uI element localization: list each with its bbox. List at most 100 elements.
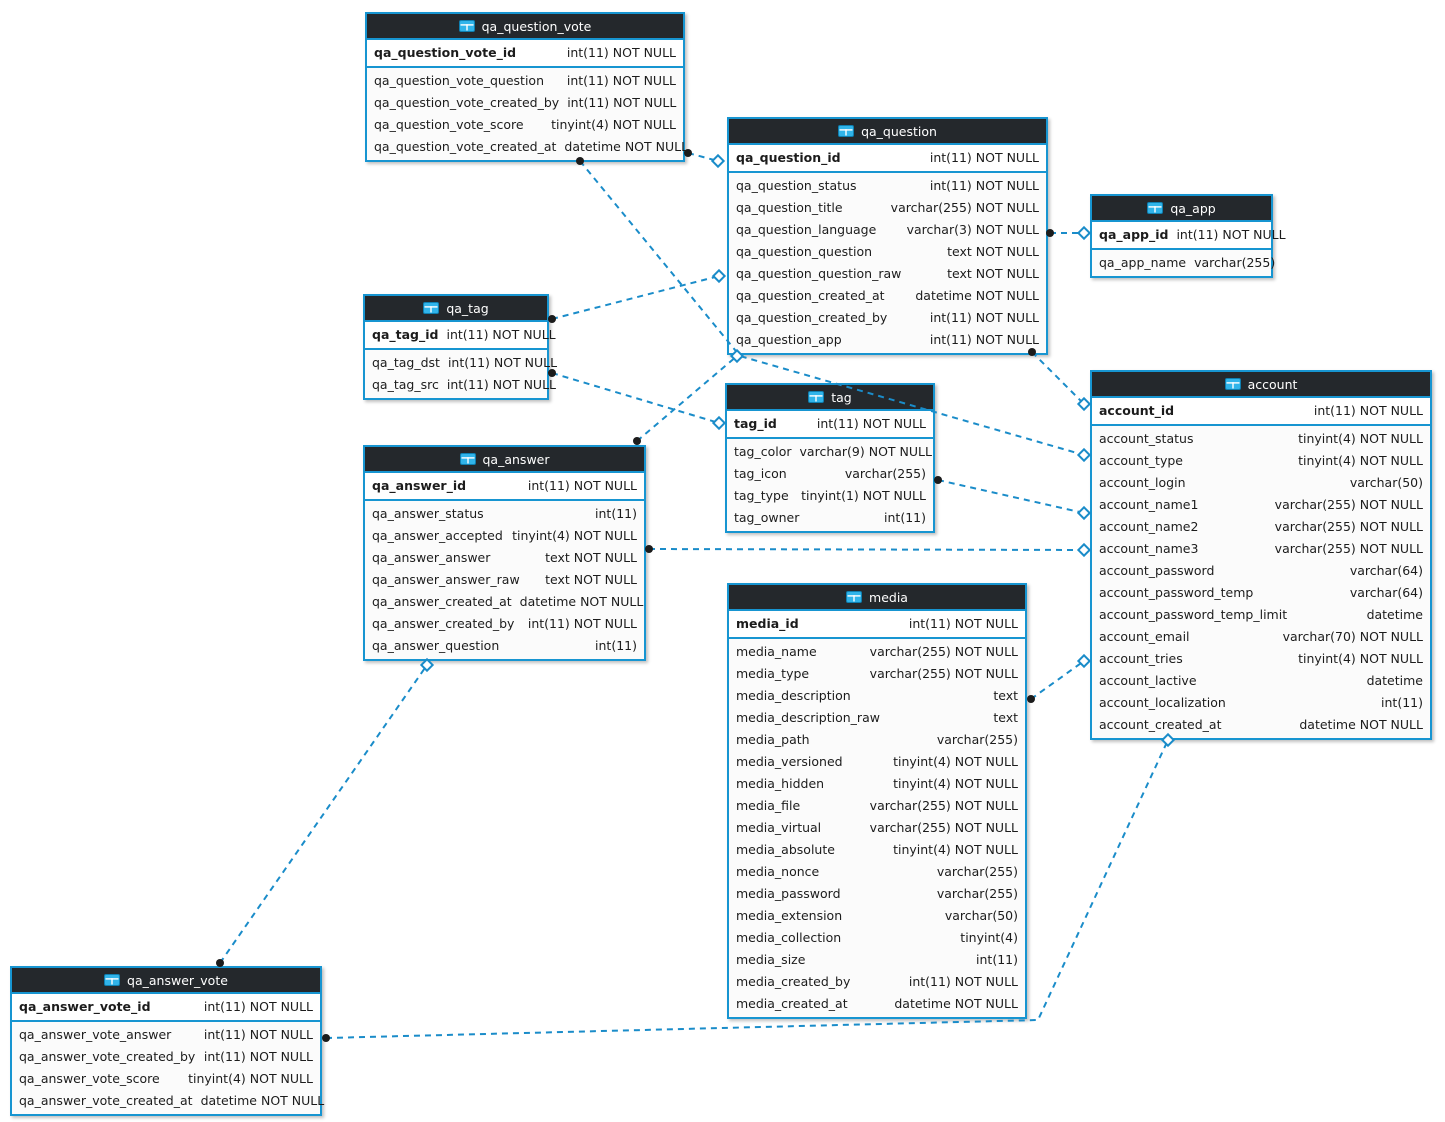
field-name-label: media_description <box>736 688 851 703</box>
field-name-label: media_created_at <box>736 996 848 1011</box>
table-header[interactable]: account <box>1092 372 1430 398</box>
field-name-label: media_file <box>736 798 801 813</box>
relation-endpoint-dot <box>633 437 641 445</box>
field-qa_question_vote_created_at: qa_question_vote_created_at datetime NOT … <box>367 136 688 158</box>
field-name-label: qa_question_vote_created_at <box>374 139 557 154</box>
field-type-label: int(11) NOT NULL <box>816 416 926 431</box>
field-type-label: varchar(255) NOT NULL <box>869 798 1018 813</box>
table-title: account <box>1247 376 1298 392</box>
field-type-label: tinyint(4) NOT NULL <box>188 1071 313 1086</box>
table-header[interactable]: qa_tag <box>365 296 547 322</box>
field-type-label: int(11) NOT NULL <box>908 616 1018 631</box>
field-type-label: varchar(3) NOT NULL <box>906 222 1039 237</box>
table-icon <box>838 125 855 137</box>
field-name-label: media_path <box>736 732 810 747</box>
field-name-label: media_created_by <box>736 974 851 989</box>
field-name-label: account_password_temp_limit <box>1099 607 1288 622</box>
field-name-label: qa_answer_vote_score <box>19 1071 160 1086</box>
relation-endpoint-dot <box>645 545 653 553</box>
table-header[interactable]: qa_question_vote <box>367 14 683 40</box>
relation-qa_answer-to-account <box>645 542 1092 558</box>
table-icon <box>458 20 475 32</box>
field-type-label: tinyint(4) NOT NULL <box>1298 453 1423 468</box>
field-type-label: int(11) NOT NULL <box>929 332 1039 347</box>
field-type-label: varchar(255) NOT NULL <box>890 200 1039 215</box>
field-type-label: int(11) NOT NULL <box>203 999 313 1014</box>
table-header[interactable]: tag <box>727 385 933 411</box>
relation-line <box>551 275 720 320</box>
field-name-label: media_name <box>736 644 817 659</box>
field-qa_question_title: qa_question_title varchar(255) NOT NULL <box>729 197 1046 219</box>
table-icon <box>104 974 121 986</box>
field-name-label: qa_question_status <box>736 178 857 193</box>
field-name-label: qa_answer_answer <box>372 550 491 565</box>
field-name-label: qa_question_question <box>736 244 873 259</box>
field-name-label: qa_question_title <box>736 200 843 215</box>
field-type-label: int(11) NOT NULL <box>566 73 676 88</box>
relation-line <box>648 548 1085 551</box>
field-name-label: qa_question_vote_question <box>374 73 544 88</box>
table-header[interactable]: qa_app <box>1092 196 1271 222</box>
field-type-label: int(11) NOT NULL <box>566 45 676 60</box>
field-type-label: int(11) NOT NULL <box>447 355 558 370</box>
field-name-label: qa_answer_created_at <box>372 594 512 609</box>
field-name-label: qa_question_question_raw <box>736 266 902 281</box>
field-type-label: tinyint(4) NOT NULL <box>1298 651 1423 666</box>
field-name-label: qa_answer_vote_created_at <box>19 1093 193 1108</box>
field-name-label: qa_tag_dst <box>372 355 440 370</box>
relation-tag-to-account <box>934 476 1092 521</box>
table-header[interactable]: media <box>729 585 1025 611</box>
table-header[interactable]: qa_question <box>729 119 1046 145</box>
table-title: qa_answer <box>482 451 550 467</box>
relation-endpoint-diamond <box>1076 396 1092 412</box>
field-type-label: datetime NOT NULL <box>564 139 689 154</box>
table-header[interactable]: qa_answer <box>365 447 644 473</box>
field-type-label: varchar(255) <box>936 886 1018 901</box>
field-name-label: account_email <box>1099 629 1190 644</box>
field-name-label: qa_answer_question <box>372 638 500 653</box>
field-type-label: tinyint(4) NOT NULL <box>1298 431 1423 446</box>
field-type-label: varchar(255) <box>844 466 926 481</box>
field-type-label: varchar(9) NOT NULL <box>799 444 932 459</box>
field-qa_question_vote_question: qa_question_vote_question int(11) NOT NUL… <box>367 70 683 92</box>
field-name-label: qa_app_id <box>1099 227 1169 242</box>
field-type-label: int(11) NOT NULL <box>929 310 1039 325</box>
field-name-label: account_tries <box>1099 651 1183 666</box>
field-type-label: datetime NOT NULL <box>894 996 1018 1011</box>
table-header[interactable]: qa_answer_vote <box>12 968 320 994</box>
relation-endpoint-diamond <box>711 415 727 431</box>
field-name-label: qa_answer_accepted <box>372 528 503 543</box>
field-type-label: datetime NOT NULL <box>519 594 644 609</box>
field-type-label: datetime <box>1366 673 1423 688</box>
